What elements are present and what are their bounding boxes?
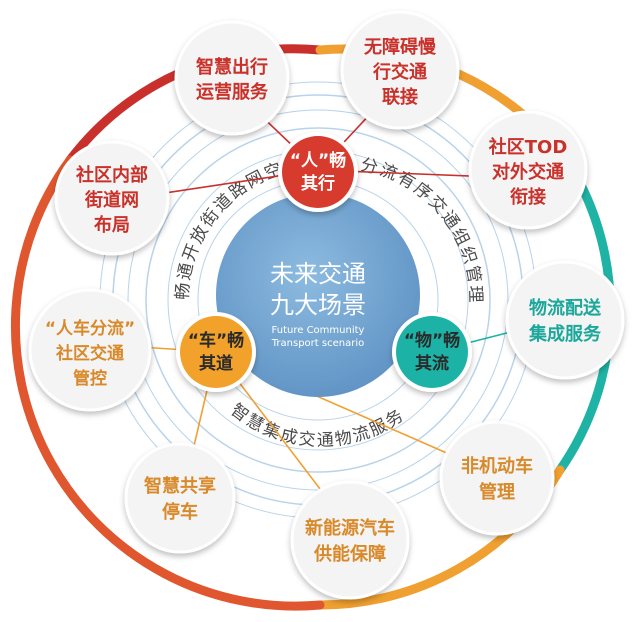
center-circle: 未来交通 九大场景 Future Community Transport sce…	[216, 193, 420, 397]
scene-6-line2: 供能保障	[313, 543, 386, 565]
scene-barrier-free: 无障碍慢 行交通 联接	[340, 10, 460, 130]
center-title-line2: 九大场景	[270, 291, 366, 319]
scene-shared-parking: 智慧共享 停车	[124, 442, 236, 554]
scene-4-line2: 集成服务	[528, 323, 602, 345]
scene-internal-streets: 社区内部 街道网 布局	[54, 140, 170, 256]
scene-7-line2: 停车	[162, 501, 198, 523]
scene-smart-travel: 智慧出行 运营服务	[174, 20, 290, 136]
scene-2-line3: 联接	[382, 86, 418, 108]
hub-people-line2: 其行	[301, 173, 335, 194]
scene-9-line2: 街道网	[84, 189, 139, 211]
hub-people: “人”畅 其行	[278, 132, 358, 212]
scene-5-line2: 管理	[479, 481, 515, 503]
hub-goods-line1: “物”畅	[404, 330, 460, 351]
hub-goods: “物”畅 其流	[392, 312, 472, 392]
scene-non-motor: 非机动车 管理	[439, 420, 555, 536]
scene-5-line1: 非机动车	[461, 455, 533, 477]
scene-tod: 社区TOD 对外交通 衔接	[468, 110, 588, 230]
center-subtitle-line1: Future Community	[272, 325, 365, 336]
scene-8-line3: 管控	[73, 368, 107, 389]
hub-vehicle: “车”畅 其道	[176, 312, 256, 392]
hub-vehicle-line2: 其道	[199, 353, 233, 374]
scene-8-line2: 社区交通	[55, 343, 124, 364]
scene-logistics: 物流配送 集成服务	[505, 260, 625, 380]
center-title-line1: 未来交通	[270, 260, 366, 288]
scene-1-line2: 运营服务	[196, 81, 269, 103]
scene-9-line3: 布局	[94, 214, 130, 236]
scene-3-line1: 社区TOD	[489, 136, 568, 158]
scene-9-line1: 社区内部	[76, 164, 148, 186]
hub-people-line1: “人”畅	[290, 150, 346, 171]
scene-2-line1: 无障碍慢	[364, 36, 437, 58]
scene-6-line1: 新能源汽车	[305, 517, 395, 539]
scene-2-line2: 行交通	[372, 61, 427, 83]
arc-label-bottom: 智慧集成交通物流服务	[227, 400, 409, 451]
center-subtitle-line2: Transport scenario	[271, 338, 364, 349]
scene-4-line1: 物流配送	[529, 297, 602, 319]
scene-3-line2: 对外交通	[492, 161, 564, 183]
scene-1-line1: 智慧出行	[196, 56, 268, 78]
scene-ped-vehicle-separation: “人车分流” 社区交通 管控	[28, 288, 152, 412]
scene-3-line3: 衔接	[510, 186, 546, 208]
scene-7-line1: 智慧共享	[144, 475, 216, 497]
hub-goods-line2: 其流	[415, 353, 449, 374]
hub-vehicle-line1: “车”畅	[188, 330, 244, 351]
scene-8-line1: “人车分流”	[45, 318, 135, 339]
scene-new-energy: 新能源汽车 供能保障	[290, 480, 410, 600]
